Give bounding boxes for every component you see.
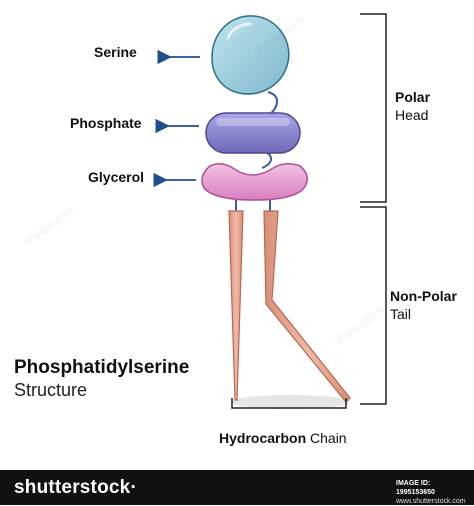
title-line1: Phosphatidylserine [14,357,190,378]
image-meta: IMAGE ID: 1995153650 www.shutterstock.co… [396,479,466,506]
site-url: www.shutterstock.com [396,498,466,505]
serine-shape [211,15,290,95]
tail-left [228,210,244,401]
serine-highlight [226,22,252,40]
serine-label: Serine [94,44,137,60]
glycerol-label: Glycerol [88,169,145,185]
title-line2: Structure [14,380,88,400]
ground-shadow [230,395,350,409]
nonpolar-normal: Tail [390,306,412,322]
glycerol-shape [201,163,308,201]
brand-text: shutterstock [14,477,131,498]
nonpolar-tail-label: Non-Polar Tail [390,287,457,323]
phosphate-shape [205,112,301,154]
brand-suffix: · [130,477,137,498]
tail-right [263,210,351,403]
polar-bold: Polar [395,89,431,105]
polar-head-label: Polar Head [395,88,430,124]
hydrocarbon-chain-label: Hydrocarbon Chain [219,430,347,446]
polar-bracket [360,13,387,203]
diagram-canvas [153,13,387,409]
polar-normal: Head [395,107,429,123]
image-id: IMAGE ID: 1995153650 [396,480,435,496]
hydrocarbon-normal: Chain [306,430,347,446]
nonpolar-bold: Non-Polar [390,288,457,304]
brand-logo[interactable]: shutterstock· [14,477,137,499]
phosphate-highlight [216,118,290,126]
nonpolar-bracket [360,206,387,405]
phosphate-label: Phosphate [70,115,142,131]
footer-bar: shutterstock· IMAGE ID: 1995153650 www.s… [0,470,474,505]
diagram-title: Phosphatidylserine Structure [14,357,189,401]
hydrocarbon-bracket [231,398,347,409]
hydrocarbon-bold: Hydrocarbon [219,430,307,446]
